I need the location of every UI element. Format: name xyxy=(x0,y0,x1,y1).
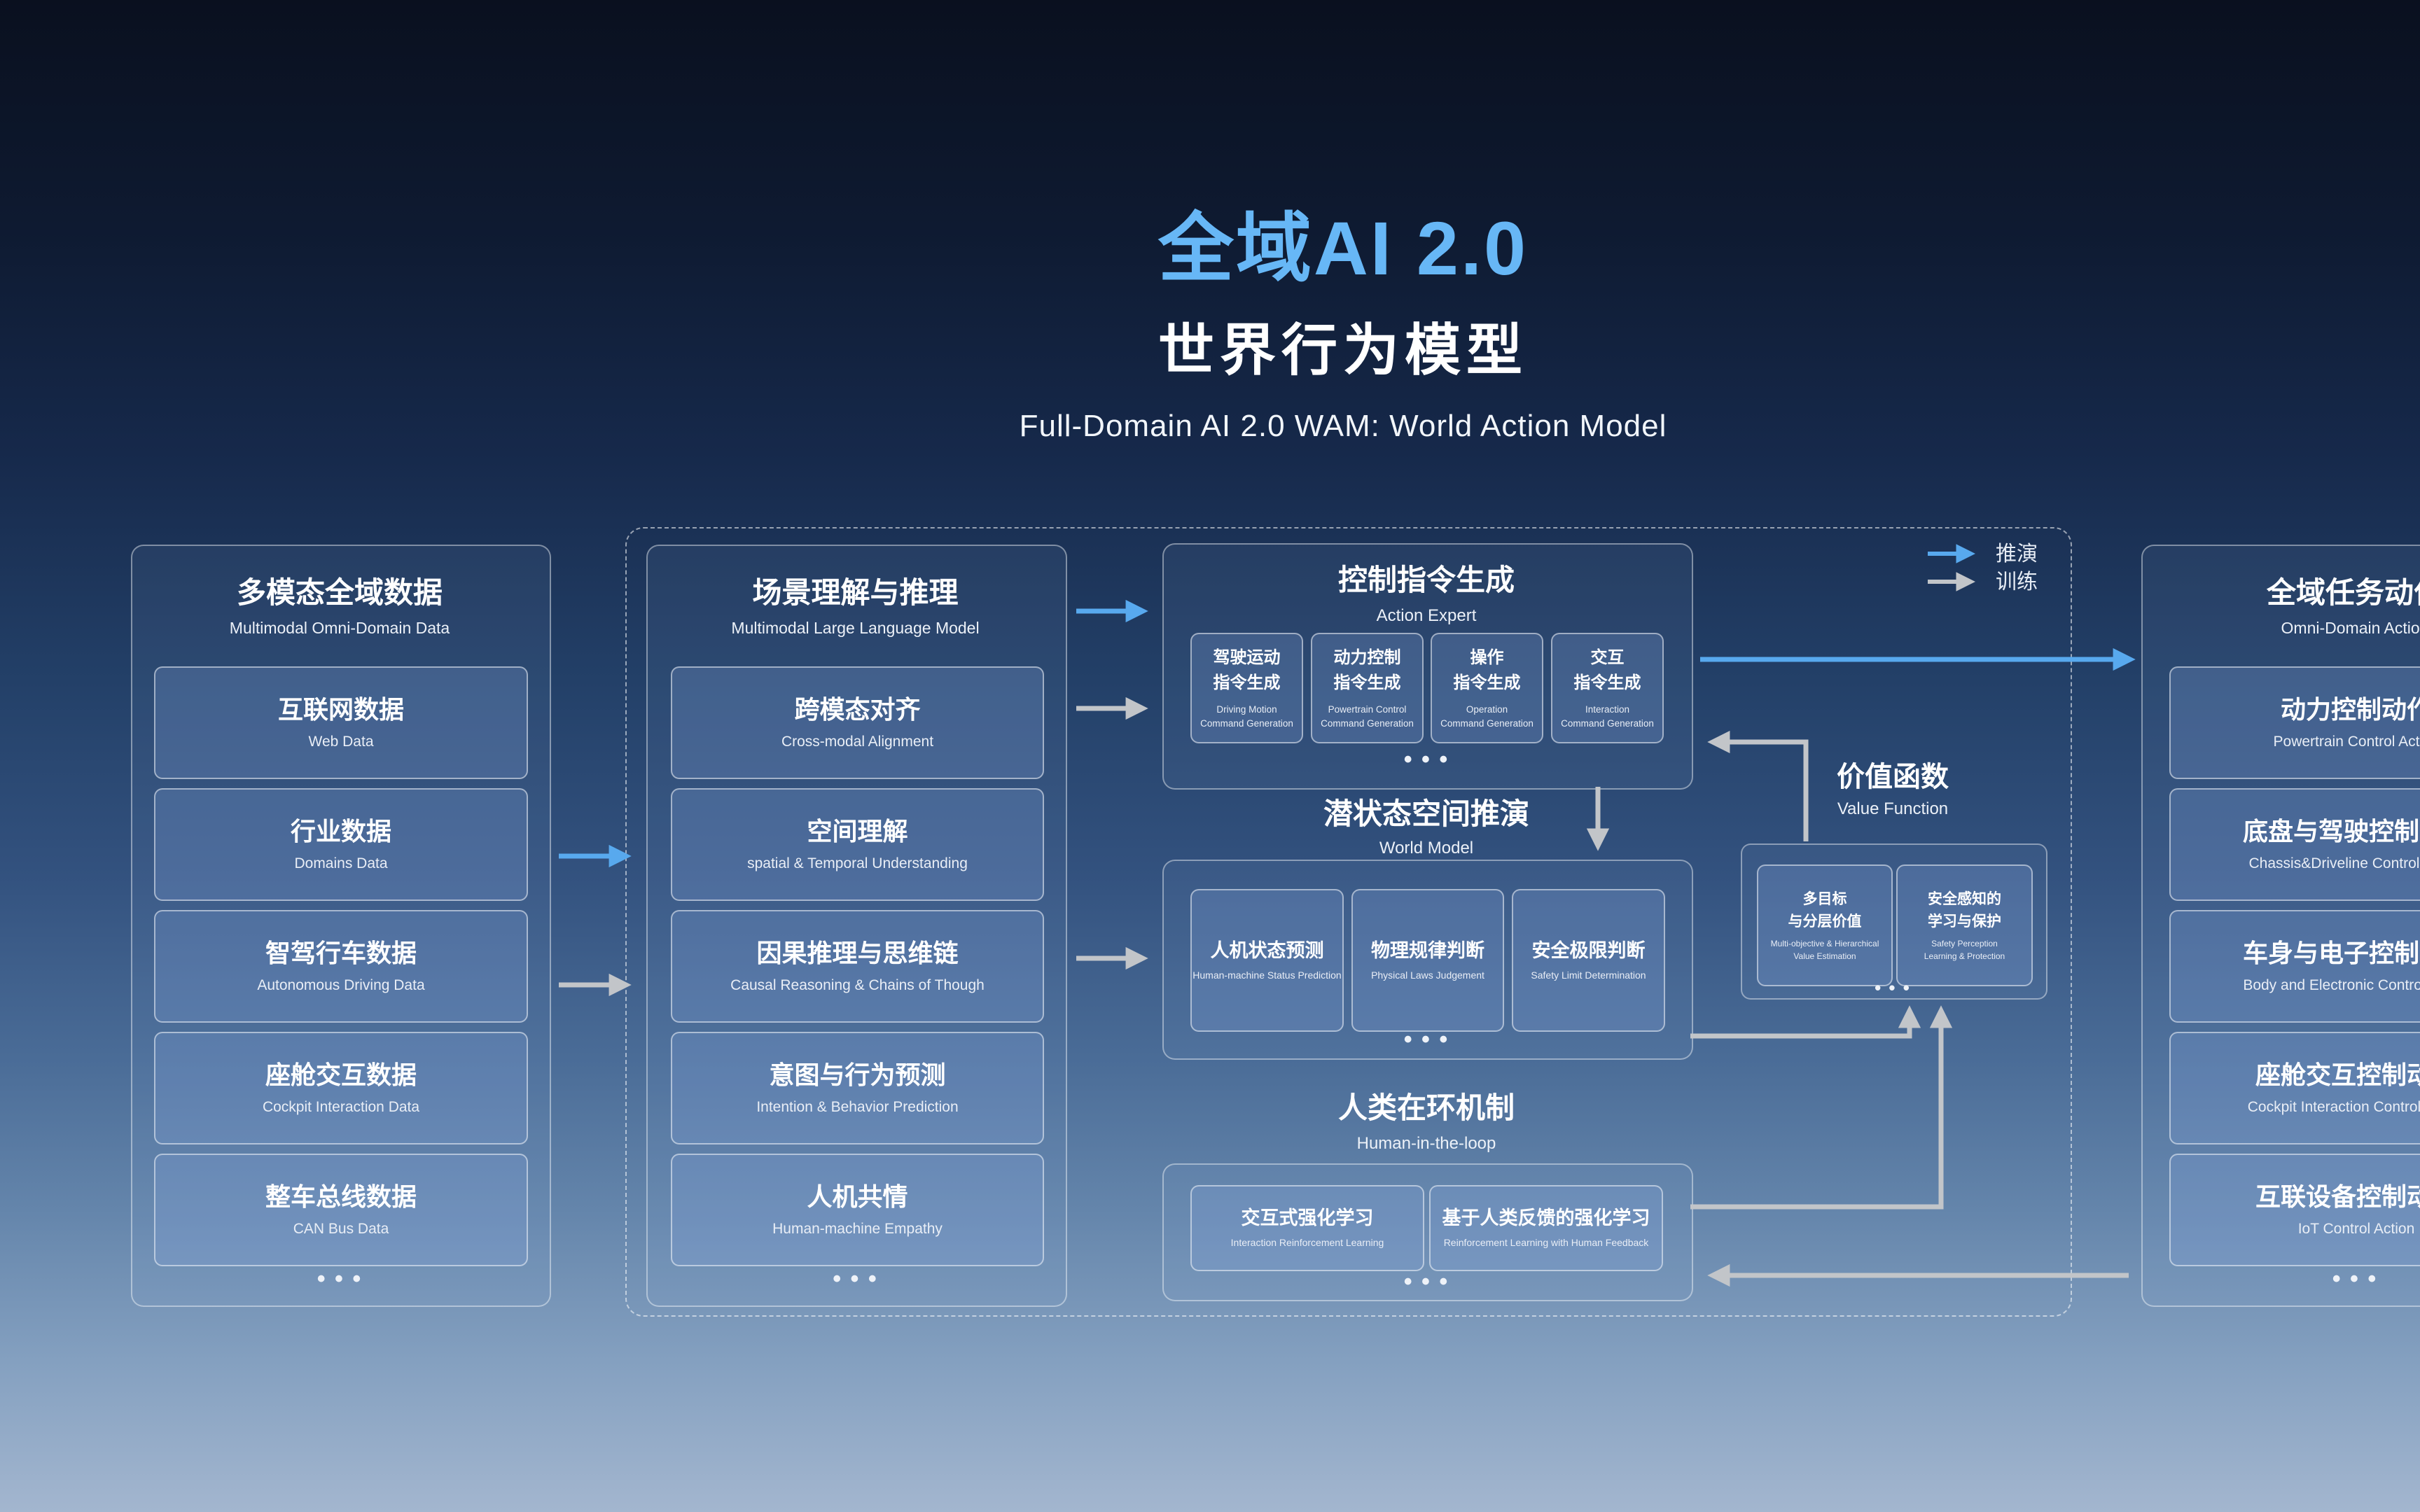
wam-dashed-boundary xyxy=(625,527,2072,1317)
panel-action-expert xyxy=(1162,543,1693,790)
value-function-title: 价值函数 xyxy=(1837,762,1949,792)
page-subtitle-en: Full-Domain AI 2.0 WAM: World Action Mod… xyxy=(1019,408,1667,443)
legend-training-label: 训练 xyxy=(1996,570,2038,594)
box-autonomous-driving-data: 智驾行车数据 Autonomous Driving Data xyxy=(154,910,528,1023)
legend-rollout-label: 推演 xyxy=(1996,542,2038,566)
hitl-title: 人类在环机制 xyxy=(1337,1091,1515,1124)
hitl-ellipsis: • • • xyxy=(1403,1268,1449,1295)
panel-value-function xyxy=(1741,844,2047,1000)
action-expert-subtitle: Action Expert xyxy=(1376,606,1477,625)
mllm-ellipsis: • • • xyxy=(833,1266,878,1292)
panel-omni-domain-data xyxy=(131,545,551,1307)
box-can-bus-data: 整车总线数据 CAN Bus Data xyxy=(154,1154,528,1266)
box-operation-cmd: 操作 指令生成 Operation Command Generation xyxy=(1431,633,1543,743)
title-block: 全域AI 2.0 世界行为模型 Full-Domain AI 2.0 WAM: … xyxy=(720,206,1966,443)
box-intention-behavior: 意图与行为预测 Intention & Behavior Prediction xyxy=(671,1032,1044,1144)
arrow-hitl-to-value-function xyxy=(1690,1005,1953,1210)
box-rlhf: 基于人类反馈的强化学习 Reinforcement Learning with … xyxy=(1429,1185,1663,1271)
hitl-subtitle: Human-in-the-loop xyxy=(1356,1134,1496,1153)
box-driving-motion-cmd: 驾驶运动 指令生成 Driving Motion Command Generat… xyxy=(1190,633,1303,743)
omni-action-ellipsis: • • • xyxy=(2332,1266,2378,1292)
box-cockpit-interaction-data: 座舱交互数据 Cockpit Interaction Data xyxy=(154,1032,528,1144)
omni-action-title: 全域任务动作 xyxy=(2266,576,2420,609)
panel-world-model xyxy=(1162,860,1693,1060)
mllm-title: 场景理解与推理 xyxy=(752,576,959,609)
box-interaction-rl: 交互式强化学习 Interaction Reinforcement Learni… xyxy=(1190,1185,1424,1271)
box-iot-control-action: 互联设备控制动作 IoT Control Action xyxy=(2169,1154,2420,1266)
box-chassis-driveline-action: 底盘与驾驶控制动作 Chassis&Driveline Control Acti… xyxy=(2169,788,2420,901)
page-subtitle: 世界行为模型 xyxy=(1158,318,1528,382)
omni-data-ellipsis: • • • xyxy=(317,1266,363,1292)
panel-mllm xyxy=(646,545,1067,1307)
box-powertrain-cmd: 动力控制 指令生成 Powertrain Control Command Gen… xyxy=(1311,633,1424,743)
box-cockpit-interaction-action: 座舱交互控制动作 Cockpit Interaction Control Act… xyxy=(2169,1032,2420,1144)
value-function-subtitle: Value Function xyxy=(1837,799,1949,818)
box-physical-laws: 物理规律判断 Physical Laws Judgement xyxy=(1351,889,1504,1032)
box-powertrain-action: 动力控制动作 Powertrain Control Action xyxy=(2169,666,2420,779)
arrow-world-model-to-value-function xyxy=(1690,1005,1921,1039)
box-safety-limit: 安全极限判断 Safety Limit Determination xyxy=(1512,889,1665,1032)
box-interaction-cmd: 交互 指令生成 Interaction Command Generation xyxy=(1551,633,1664,743)
box-human-machine-empathy: 人机共情 Human-machine Empathy xyxy=(671,1154,1044,1266)
world-model-subtitle: World Model xyxy=(1379,839,1474,858)
world-model-ellipsis: • • • xyxy=(1403,1026,1449,1053)
omni-data-title: 多模态全域数据 xyxy=(236,576,443,609)
value-function-ellipsis: • • • xyxy=(1875,977,1911,998)
box-safety-perception: 安全感知的 学习与保护 Safety Perception Learning &… xyxy=(1896,864,2033,986)
box-cross-modal-alignment: 跨模态对齐 Cross-modal Alignment xyxy=(671,666,1044,779)
omni-action-subtitle: Omni-Domain Action xyxy=(2281,619,2420,637)
box-domains-data: 行业数据 Domains Data xyxy=(154,788,528,901)
arrow-value-function-to-action-expert xyxy=(1707,730,1809,841)
page-title: 全域AI 2.0 xyxy=(1157,206,1529,290)
box-multi-objective-value: 多目标 与分层价值 Multi-objective & Hierarchical… xyxy=(1757,864,1893,986)
box-web-data: 互联网数据 Web Data xyxy=(154,666,528,779)
action-expert-title: 控制指令生成 xyxy=(1337,564,1515,596)
mllm-subtitle: Multimodal Large Language Model xyxy=(731,619,980,637)
action-expert-ellipsis: • • • xyxy=(1403,746,1449,773)
panel-omni-domain-action xyxy=(2141,545,2420,1307)
box-body-electronic-action: 车身与电子控制动作 Body and Electronic Control Ac… xyxy=(2169,910,2420,1023)
box-causal-reasoning: 因果推理与思维链 Causal Reasoning & Chains of Th… xyxy=(671,910,1044,1023)
box-spatial-temporal: 空间理解 spatial & Temporal Understanding xyxy=(671,788,1044,901)
box-hm-status-prediction: 人机状态预测 Human-machine Status Prediction xyxy=(1190,889,1344,1032)
world-model-title: 潜状态空间推演 xyxy=(1323,797,1529,830)
omni-data-subtitle: Multimodal Omni-Domain Data xyxy=(229,619,450,637)
